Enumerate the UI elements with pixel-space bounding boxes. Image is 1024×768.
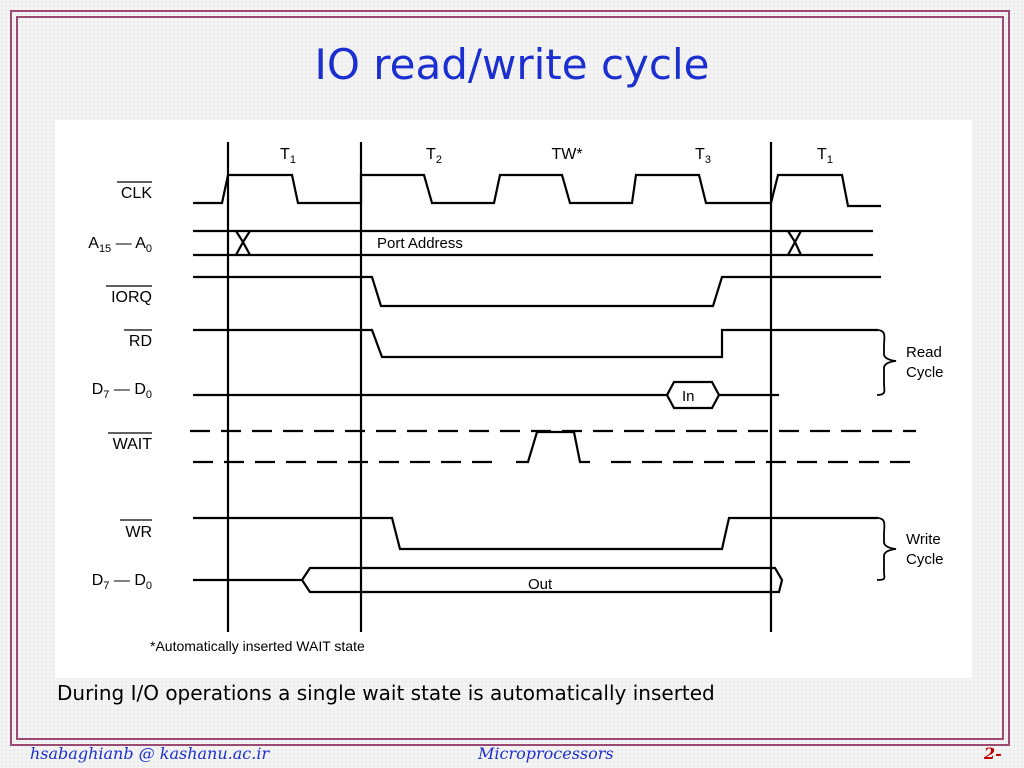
slide-border-inner [16, 16, 1004, 740]
slide-caption: During I/O operations a single wait stat… [57, 681, 715, 705]
wr-label: WR [125, 524, 152, 541]
iorq-label: IORQ [111, 289, 152, 306]
data-out-label: Out [528, 576, 553, 593]
clk-label: CLK [121, 185, 152, 202]
address-bus-waveform [193, 229, 873, 257]
data-read-waveform [193, 380, 779, 410]
data-write-waveform [193, 566, 784, 594]
state-label-t1: T1 [280, 146, 296, 166]
wr-waveform [193, 516, 878, 551]
footer-author-email: hsabaghianb @ kashanu.ac.ir [30, 744, 270, 763]
port-address-label: Port Address [377, 235, 463, 252]
slide-title: IO read/write cycle [314, 40, 710, 89]
timing-diagram: T1 T2 TW* T3 T1 CLK A15 — A0 IORQ RD D7 … [55, 120, 972, 678]
slide-border-outer [10, 10, 1010, 746]
state-label-t2: T2 [426, 146, 442, 166]
state-label-t1-next: T1 [817, 146, 833, 166]
iorq-waveform [193, 275, 881, 308]
data-in-label: In [682, 388, 695, 405]
wait-waveform [190, 429, 920, 464]
footer-course-name: Microprocessors [478, 744, 614, 763]
clk-waveform [193, 173, 881, 208]
state-label-tw: TW* [551, 146, 582, 163]
wait-label: WAIT [113, 436, 153, 453]
read-cycle-brace [876, 329, 897, 396]
write-cycle-brace [876, 517, 897, 581]
address-label: A15 — A0 [88, 235, 152, 255]
state-label-t3: T3 [695, 146, 711, 166]
data-read-label: D7 — D0 [92, 381, 152, 401]
data-write-label: D7 — D0 [92, 572, 152, 592]
footer-page-number: 2- [984, 744, 1002, 763]
rd-label: RD [129, 333, 152, 350]
footnote: *Automatically inserted WAIT state [150, 638, 365, 654]
rd-waveform [193, 328, 878, 359]
